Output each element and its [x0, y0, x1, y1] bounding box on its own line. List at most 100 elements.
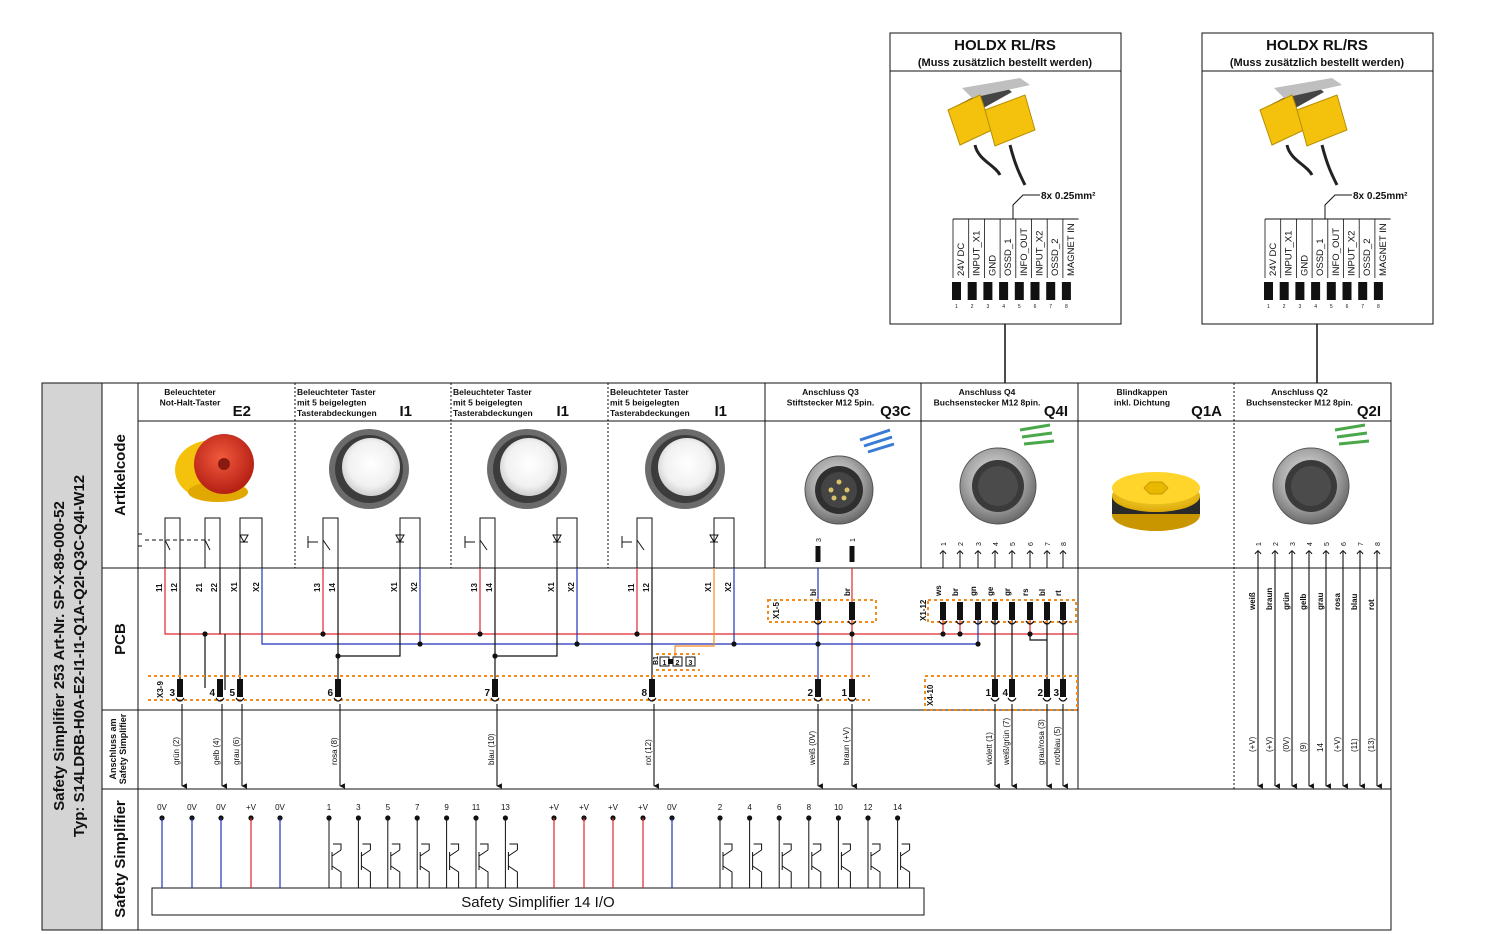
holdx-pin-label: INFO_OUT [1331, 228, 1342, 276]
row-label-artikelcode: Artikelcode [112, 434, 129, 516]
column-desc: Beleuchteter Taster [453, 387, 532, 397]
simplifier-io-label: 7 [415, 803, 420, 812]
simplifier-box [151, 887, 925, 916]
column-code: Q4I [1044, 403, 1068, 420]
q2-wire-color: gelb [1299, 593, 1308, 610]
connector-label: X1-12 [919, 599, 928, 621]
anschluss-wire-label: braun (+V) [842, 727, 851, 765]
x3-terminal-number: 6 [327, 688, 333, 699]
holdx-pin-number: 1 [955, 304, 958, 310]
anschluss-wire-label: grau (6) [232, 737, 241, 765]
holdx-pin-block [1373, 282, 1383, 300]
q2-pin-number: 5 [1324, 542, 1331, 546]
q3-wire-color: br [843, 588, 852, 596]
holdx-pin-block [1264, 282, 1273, 300]
holdx-pin-number: 7 [1049, 304, 1052, 310]
pcb-contact-label: 13 [313, 583, 322, 592]
pcb-contact-label: X2 [410, 582, 419, 592]
q4-pin-number: 1 [941, 542, 948, 546]
column-desc: Buchsenstecker M12 8pin. [934, 398, 1041, 408]
simplifier-io-label: 2 [718, 803, 723, 812]
q2-pin-number: 1 [1256, 542, 1263, 546]
column-desc: Tasterabdeckungen [453, 408, 533, 418]
holdx-pin-label: MAGNET IN [1378, 223, 1389, 276]
anschluss-wire-label: gelb (4) [212, 738, 221, 765]
x3-terminal [333, 679, 343, 702]
anschluss-wire-label: violett (1) [985, 732, 994, 765]
anschluss-wire-label: rot/blau (5) [1053, 726, 1062, 765]
q2-wire-color: braun [1265, 588, 1274, 610]
b1-terminal-number: 2 [676, 660, 680, 667]
row-label-simplifier: Safety Simplifier [112, 800, 129, 918]
x3-terminal-number: 5 [229, 688, 235, 699]
holdx-pin-block [999, 282, 1009, 300]
m12-connector-q3-image [804, 428, 895, 525]
x4-terminal-number: 4 [1002, 688, 1008, 699]
x1-terminal [813, 679, 823, 702]
pcb-contact-label: X2 [252, 582, 261, 592]
x3-terminal-number: 7 [484, 688, 490, 699]
q2-wire-color: grün [1282, 592, 1291, 610]
q4-pin-number: 2 [958, 542, 965, 546]
switch-symbols [137, 517, 735, 568]
simplifier-io-label: 9 [444, 803, 449, 812]
holdx-pin-label: GND [1299, 255, 1310, 276]
connector-label: X1-5 [772, 602, 781, 619]
holdx-pin-label: OSSD_2 [1362, 239, 1373, 277]
q3-connector-terminal [813, 602, 823, 625]
q2-pin-number: 7 [1358, 542, 1365, 546]
holdx-pin-label: GND [987, 255, 998, 276]
x1-terminal-number: 2 [807, 688, 813, 699]
holdx-pin-number: 2 [971, 304, 974, 310]
x1-terminal-number: 1 [841, 688, 847, 699]
holdx-pin-number: 5 [1330, 304, 1333, 310]
holdx-subtitle: (Muss zusätzlich bestellt werden) [1230, 57, 1405, 69]
pcb-wiring [164, 568, 1078, 690]
q3-connector-terminal [847, 602, 857, 625]
q2-wire-color: grau [1316, 593, 1325, 610]
simplifier-terminal-label: 0V [157, 803, 167, 812]
holdx-pin-block [967, 282, 977, 300]
pcb-contact-label: X1 [547, 582, 556, 592]
simplifier-terminal-label: +V [579, 803, 590, 812]
holdx-pin-block [1342, 282, 1352, 300]
holdx-subtitle: (Muss zusätzlich bestellt werden) [918, 57, 1093, 69]
q4-wire-color: rt [1054, 590, 1063, 596]
holdx-pin-label: MAGNET IN [1066, 223, 1077, 276]
pcb-contact-label: 21 [195, 583, 204, 592]
q4-connector-terminal [1042, 602, 1052, 625]
q2-wire-signal: (11) [1350, 738, 1359, 752]
simplifier-io-label: 11 [472, 803, 481, 812]
simplifier-terminal-label: +V [608, 803, 619, 812]
connector-label: B1 [653, 656, 660, 665]
q4-pin-number: 8 [1061, 542, 1068, 546]
column-code: Q2I [1357, 403, 1381, 420]
holdx-pin-number: 4 [1314, 304, 1317, 310]
anschluss-wire-label: weiß/grün (7) [1002, 718, 1011, 766]
q4-connector-terminal [955, 602, 965, 625]
q2-wire-signal: (+V) [1265, 736, 1274, 752]
simplifier-io-label: 14 [893, 803, 902, 812]
holdx-pin-number: 6 [1346, 304, 1349, 310]
pcb-contact-label: 12 [642, 583, 651, 592]
simplifier-io-label: 3 [356, 803, 361, 812]
q4-connector-terminal [1007, 602, 1017, 625]
q4-wire-color: br [951, 588, 960, 596]
holdx-device-image-2 [1259, 78, 1348, 186]
q4-wire-color: ge [986, 586, 995, 596]
main-table: Safety Simplifier 253 Art-Nr. SP-X-89-00… [41, 382, 1392, 931]
holdx-pin-label: INPUT_X2 [1035, 231, 1046, 276]
holdx-pin-number: 6 [1034, 304, 1037, 310]
pcb-contact-label: X1 [230, 582, 239, 592]
x3-terminal [215, 679, 225, 702]
anschluss-wire-label: grün (2) [172, 737, 181, 765]
holdx-pin-block [1030, 282, 1040, 300]
q2-wire-color: rosa [1333, 593, 1342, 610]
holdx-pin-number: 5 [1018, 304, 1021, 310]
column-desc: mit 5 beigelegten [610, 398, 679, 408]
x3-terminal [647, 679, 657, 702]
holdx-pin-number: 2 [1283, 304, 1286, 310]
q2-wire-signal: (+V) [1248, 736, 1257, 752]
